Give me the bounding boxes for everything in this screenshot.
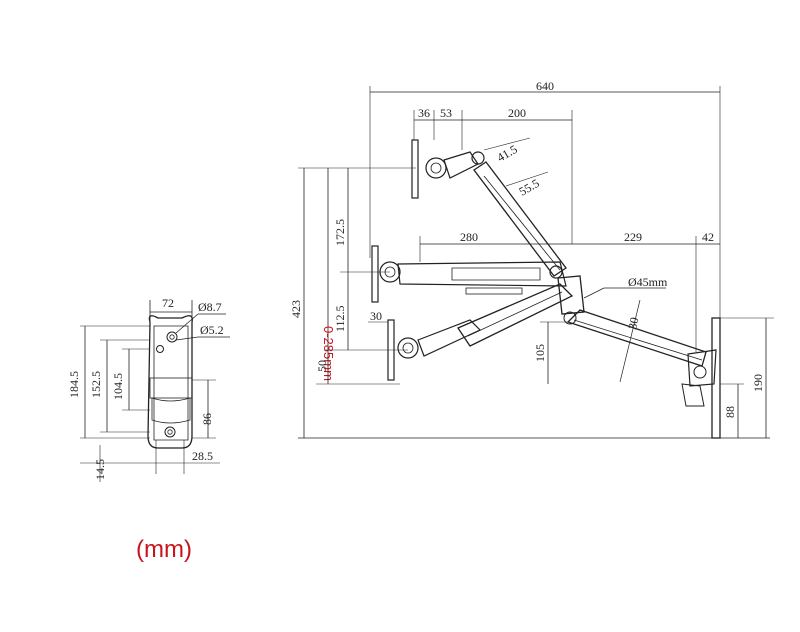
dim-hole-large: Ø8.7 [198, 300, 222, 314]
dim-base-bottom-offset: 14.5 [93, 459, 107, 480]
dim-base-width: 72 [162, 296, 174, 310]
dim-angle-30: 30 [625, 316, 641, 331]
lower-arm [457, 283, 574, 347]
dim-wall-88: 88 [723, 406, 737, 418]
dim-height-50: 50 [315, 360, 329, 372]
dim-height-range: 0-285mm [321, 326, 336, 381]
mount-hole-side [156, 345, 164, 353]
dim-base-height-inner: 104.5 [111, 373, 125, 400]
dim-height-172-5: 172.5 [333, 219, 347, 246]
base-plate-view: 72 Ø8.7 Ø5.2 184.5 152.5 104.5 86 14.5 [67, 296, 230, 482]
dim-seg-200: 200 [508, 106, 526, 120]
base-plate-outline [147, 315, 193, 449]
monitor-plate-top [411, 139, 419, 199]
dim-height-423: 423 [289, 300, 303, 318]
dim-base-height-mid: 152.5 [89, 371, 103, 398]
dim-seg-229: 229 [624, 230, 642, 244]
monitor-plate-middle [371, 245, 379, 303]
dim-pole-diameter: Ø45mm [628, 275, 668, 289]
dim-seg-55-5: 55.5 [517, 176, 542, 199]
dim-seg-42: 42 [702, 230, 714, 244]
dim-seg-53: 53 [440, 106, 452, 120]
wall-plate [711, 317, 721, 439]
dim-total-reach: 640 [536, 79, 554, 93]
dim-seg-30: 30 [370, 309, 382, 323]
dim-base-height-total: 184.5 [67, 371, 81, 398]
dim-base-height-lower: 86 [200, 413, 214, 425]
dim-seg-280: 280 [460, 230, 478, 244]
dim-seg-41-5: 41.5 [495, 142, 520, 165]
upper-arm [473, 161, 567, 277]
unit-caption: (mm) [136, 536, 192, 563]
dim-height-112-5: 112.5 [333, 305, 347, 332]
dim-hole-small: Ø5.2 [200, 323, 224, 337]
mount-hole-top [166, 331, 178, 343]
dim-seg-36: 36 [418, 106, 430, 120]
dim-wall-190: 190 [751, 374, 765, 392]
mount-hole-bottom [164, 426, 176, 438]
dim-height-105: 105 [533, 344, 547, 362]
arm-side-view: 640 36 53 200 41.5 55.5 [289, 79, 774, 439]
dim-base-bottom-width: 28.5 [192, 449, 213, 463]
